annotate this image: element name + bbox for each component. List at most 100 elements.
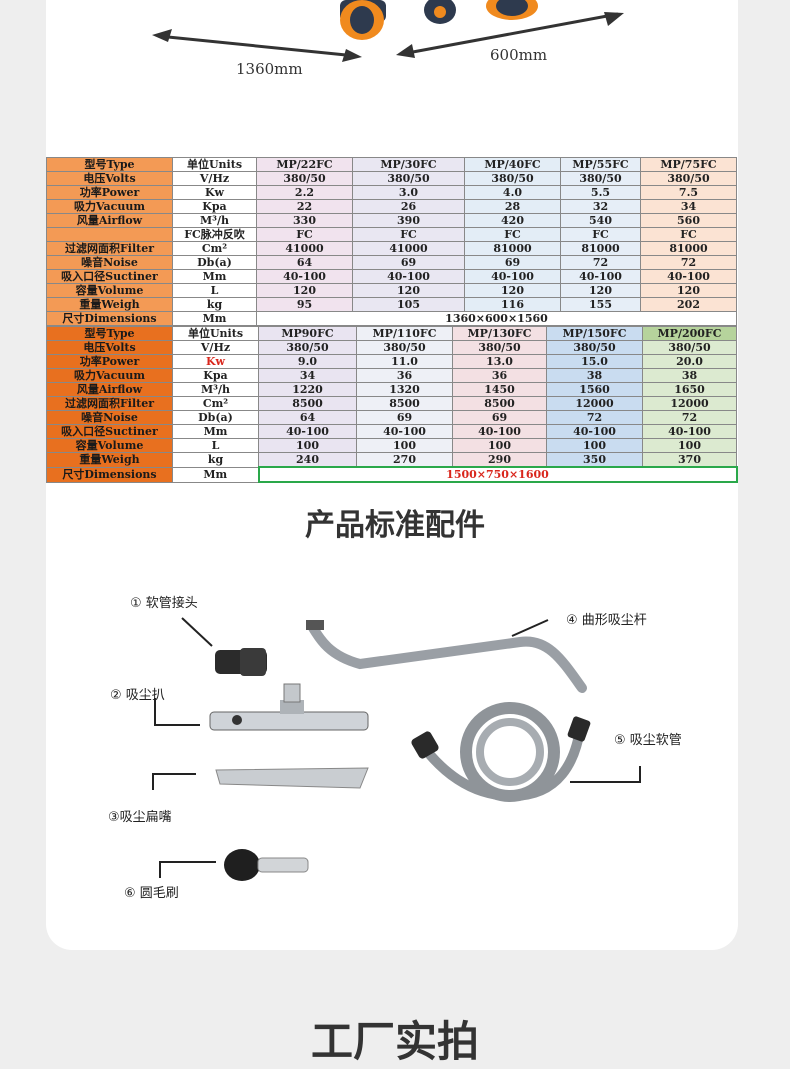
table-cell: 1220 — [258, 382, 357, 397]
table-cell: 81000 — [464, 241, 561, 256]
table-cell: kg — [172, 452, 259, 468]
table-cell: 100 — [452, 438, 547, 453]
table-cell: 64 — [256, 255, 353, 270]
table-cell: 20.0 — [642, 354, 737, 369]
table-cell: 噪音Noise — [46, 410, 173, 425]
table-cell: 1560 — [546, 382, 643, 397]
table-cell: 380/50 — [546, 340, 643, 355]
table-cell: 吸入口径Suctiner — [46, 269, 173, 284]
table-cell: 100 — [546, 438, 643, 453]
dimension-illustration — [140, 0, 640, 90]
table-cell: Db(a) — [172, 255, 257, 270]
table-cell: Mm — [172, 269, 257, 284]
table-cell: 380/50 — [560, 171, 641, 186]
table-cell: Cm² — [172, 396, 259, 411]
table-cell: 120 — [352, 283, 465, 298]
table-cell: 32 — [560, 199, 641, 214]
table-cell: 69 — [464, 255, 561, 270]
table-cell: 40-100 — [560, 269, 641, 284]
table-cell: 95 — [256, 297, 353, 312]
caster-wheel-left — [340, 0, 386, 40]
dimensions-value: 1500×750×1600 — [257, 466, 738, 483]
table-cell: 34 — [258, 368, 357, 383]
table-header-cell: MP/200FC — [642, 326, 737, 341]
accessories-title: 产品标准配件 — [305, 508, 485, 543]
table-cell: 380/50 — [356, 340, 453, 355]
table-cell: 1650 — [642, 382, 737, 397]
table-header-cell: MP/55FC — [560, 157, 641, 172]
table-cell: 40-100 — [642, 424, 737, 439]
table-header-cell: 型号Type — [46, 326, 173, 341]
table-cell: FC — [464, 227, 561, 242]
floor-squeegee-graphic — [154, 683, 369, 731]
table-cell: 40-100 — [452, 424, 547, 439]
table-cell: Mm — [172, 424, 259, 439]
table-cell: 22 — [256, 199, 353, 214]
table-cell: 202 — [640, 297, 737, 312]
table-cell: 3.0 — [352, 185, 465, 200]
table-cell: 15.0 — [546, 354, 643, 369]
table-cell: 12000 — [546, 396, 643, 411]
table-cell: 容量Volume — [46, 283, 173, 298]
table-cell: 270 — [356, 452, 453, 468]
table-cell: 电压Volts — [46, 171, 173, 186]
table-cell: V/Hz — [172, 171, 257, 186]
table-cell: 120 — [560, 283, 641, 298]
table-cell: 100 — [258, 438, 357, 453]
table-cell: 560 — [640, 213, 737, 228]
vacuum-hose-graphic — [411, 702, 641, 802]
table-cell: 40-100 — [258, 424, 357, 439]
table-cell: 过滤网面积Filter — [46, 396, 173, 411]
table-cell: 420 — [464, 213, 561, 228]
table-cell: 350 — [546, 452, 643, 468]
table-cell: 12000 — [642, 396, 737, 411]
table-header-cell: 型号Type — [46, 157, 173, 172]
table-cell: M³/h — [172, 213, 257, 228]
table-cell: 116 — [464, 297, 561, 312]
table-cell: 吸力Vacuum — [46, 199, 173, 214]
factory-section-title: 工厂实拍 — [310, 1017, 479, 1066]
table-cell: 370 — [642, 452, 737, 468]
table-cell: 380/50 — [642, 340, 737, 355]
table-cell: 81000 — [560, 241, 641, 256]
table-cell: 4.0 — [464, 185, 561, 200]
table-cell: Kpa — [172, 199, 257, 214]
dimensions-unit: Mm — [172, 466, 259, 483]
table-cell: 72 — [642, 410, 737, 425]
dimensions-value: 1360×600×1560 — [256, 311, 737, 326]
table-cell: 81000 — [640, 241, 737, 256]
table-cell: 69 — [356, 410, 453, 425]
table-cell: 功率Power — [46, 354, 173, 369]
table-cell: Kpa — [172, 368, 259, 383]
table-cell: 1450 — [452, 382, 547, 397]
table-cell: 120 — [256, 283, 353, 298]
table-cell: 380/50 — [352, 171, 465, 186]
table-cell: 105 — [352, 297, 465, 312]
table-cell: 8500 — [452, 396, 547, 411]
table-header-cell: 单位Units — [172, 157, 257, 172]
table-cell: 41000 — [352, 241, 465, 256]
table-cell: 8500 — [356, 396, 453, 411]
table-cell: 36 — [452, 368, 547, 383]
table-cell: 重量Weigh — [46, 297, 173, 312]
table-cell: 风量Airflow — [46, 382, 173, 397]
table-cell: 26 — [352, 199, 465, 214]
table-cell: 36 — [356, 368, 453, 383]
table-cell: 7.5 — [640, 185, 737, 200]
table-cell: 28 — [464, 199, 561, 214]
table-header-cell: MP/22FC — [256, 157, 353, 172]
